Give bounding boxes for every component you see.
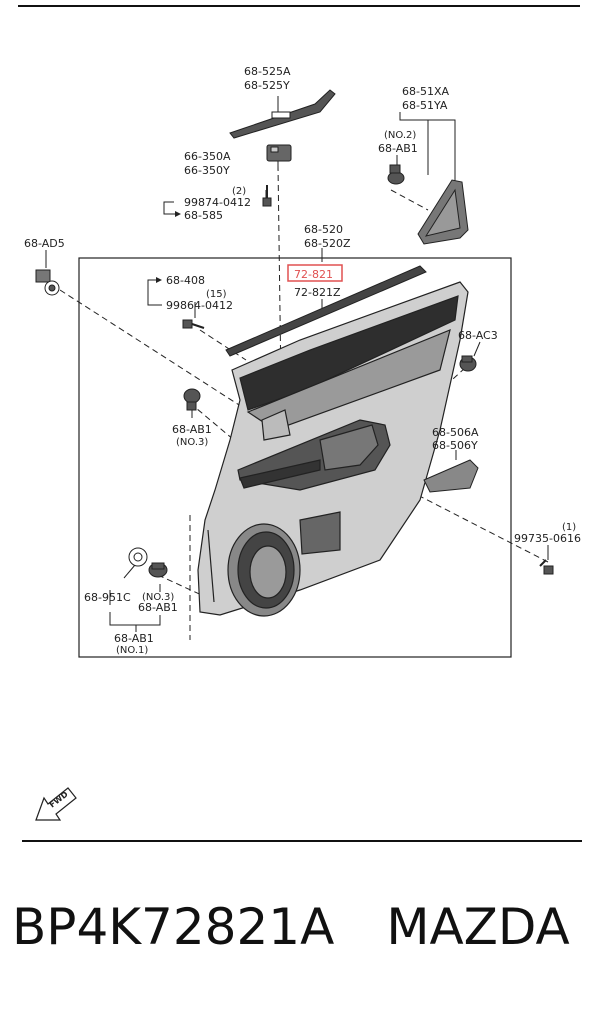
screw-99735 <box>539 559 554 575</box>
label-68-951c: 68-951C <box>84 591 131 604</box>
fastener-ad5 <box>35 269 60 296</box>
label-no2: (NO.2) <box>384 130 416 141</box>
part-number-caption: BP4K72821A MAZDA <box>12 898 570 956</box>
door-trim-panel <box>197 281 469 617</box>
fwd-arrow-icon <box>35 787 77 821</box>
screw-99864 <box>182 319 205 329</box>
label-68-525a: 68-525A <box>244 65 291 78</box>
label-99864-0412: 99864-0412 <box>166 299 233 312</box>
part-number: BP4K72821A <box>12 898 335 956</box>
label-99735-0616: 99735-0616 <box>514 532 581 545</box>
label-68-506a: 68-506A <box>432 426 479 439</box>
brand-name: MAZDA <box>386 898 570 956</box>
label-68-51xa: 68-51XA <box>402 85 449 98</box>
label-72-821z: 72-821Z <box>294 286 341 299</box>
callout-labels: 68-525A 68-525Y 68-51XA 68-51YA (NO.2) 6… <box>24 65 581 810</box>
label-no3-low: (NO.3) <box>142 592 174 603</box>
beltline-weatherstrip <box>225 265 427 357</box>
label-68-ab1-low: 68-AB1 <box>138 601 178 614</box>
label-68-ad5: 68-AD5 <box>24 237 65 250</box>
pull-handle-cover <box>423 459 479 493</box>
mirror-garnish <box>417 179 469 245</box>
label-68-ab1-mid: 68-AB1 <box>172 423 212 436</box>
label-68-525y: 68-525Y <box>244 79 290 92</box>
label-68-520z: 68-520Z <box>304 237 351 250</box>
label-99874-0412: 99874-0412 <box>184 196 251 209</box>
label-68-ab1-top: 68-AB1 <box>378 142 418 155</box>
label-qty-1: (1) <box>562 522 576 533</box>
label-68-51ya: 68-51YA <box>402 99 448 112</box>
label-no3-mid: (NO.3) <box>176 437 208 448</box>
clip-ab1-mid <box>183 388 201 411</box>
switch-unit <box>266 144 292 162</box>
ring-951c <box>128 547 148 567</box>
label-68-408: 68-408 <box>166 274 205 287</box>
label-72-821: 72-821 <box>294 268 333 281</box>
label-no1: (NO.1) <box>116 645 148 656</box>
clip-ac3 <box>459 355 477 372</box>
highlight-box <box>287 264 343 282</box>
label-66-350y: 66-350Y <box>184 164 230 177</box>
arrowheads <box>156 211 181 283</box>
label-68-ab1-bot: 68-AB1 <box>114 632 154 645</box>
label-68-ac3: 68-AC3 <box>458 329 498 342</box>
label-66-350a: 66-350A <box>184 150 231 163</box>
label-68-520: 68-520 <box>304 223 343 236</box>
assembly-frame <box>78 257 512 658</box>
clip-ab1-low <box>148 562 168 578</box>
window-switch-panel <box>229 89 336 139</box>
label-68-585: 68-585 <box>184 209 223 222</box>
label-68-506y: 68-506Y <box>432 439 478 452</box>
label-qty-15: (15) <box>206 289 227 300</box>
label-qty-2: (2) <box>232 186 246 197</box>
screw-99874 <box>262 185 272 207</box>
clip-ab1-top <box>387 164 405 185</box>
